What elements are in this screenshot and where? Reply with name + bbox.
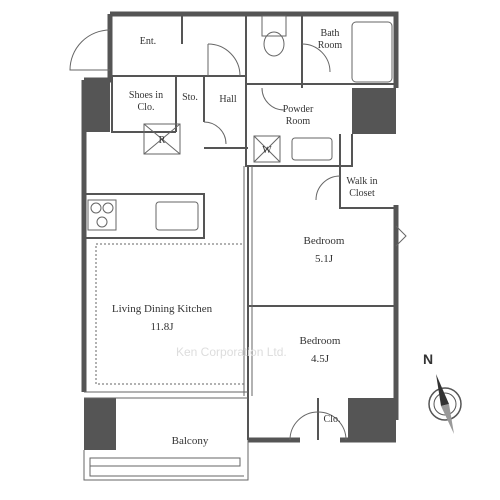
column-bottom-left: [84, 398, 116, 450]
column-top-right: [352, 88, 396, 134]
ldk-area: [95, 243, 245, 385]
label-bath-1: Bath: [321, 28, 340, 39]
room-labels: Ent. Bath Room Shoes in Clo. Sto. Hall P…: [112, 28, 378, 447]
watermark: Ken Corporation Ltd.: [176, 345, 287, 359]
compass-inner-ring: [433, 392, 457, 416]
fixtures: [87, 15, 393, 385]
stove: [87, 199, 117, 231]
compass-needle-tail-icon: [441, 404, 454, 434]
label-storage: Sto.: [182, 92, 198, 103]
label-balcony: Balcony: [172, 435, 209, 447]
label-bedroom1: Bedroom: [304, 235, 345, 247]
label-bedroom1-size: 5.1J: [315, 253, 334, 265]
storage-door[interactable]: [203, 121, 227, 145]
label-walkin-2: Closet: [349, 188, 375, 199]
label-closet: Clo.: [324, 414, 341, 425]
compass-needle-icon: [436, 374, 449, 406]
fridge-box: [143, 123, 181, 155]
label-ldk: Living Dining Kitchen: [112, 303, 213, 315]
outer-walls: [81, 11, 399, 443]
toilet-bowl: [263, 31, 285, 57]
toilet-tank: [261, 15, 287, 37]
powder-door[interactable]: [261, 87, 285, 111]
doors: [69, 29, 407, 441]
label-hall: Hall: [219, 94, 236, 105]
walkin-door[interactable]: [315, 175, 341, 201]
label-refrigerator: R: [159, 135, 166, 146]
bedroom2-door[interactable]: [289, 411, 319, 441]
entrance-door[interactable]: [69, 29, 111, 71]
interior-walls: [83, 14, 396, 481]
kitchen-sink: [155, 201, 199, 231]
column-top-left: [84, 80, 110, 132]
bath-door[interactable]: [301, 43, 331, 73]
powder-sink: [291, 137, 333, 161]
hall-door[interactable]: [207, 43, 241, 77]
label-bedroom2-size: 4.5J: [311, 353, 330, 365]
washer-box: [253, 135, 281, 163]
label-ldk-size: 11.8J: [150, 321, 174, 333]
label-powder-2: Room: [286, 116, 311, 127]
compass-north-label: N: [423, 351, 433, 367]
compass: N: [423, 351, 462, 434]
label-washer: W: [262, 145, 272, 156]
label-entrance: Ent.: [140, 36, 156, 47]
label-walkin-1: Walk in: [346, 176, 377, 187]
column-bottom-right: [348, 398, 396, 442]
bathtub: [351, 21, 393, 83]
label-shoes-1: Shoes in: [129, 90, 163, 101]
label-shoes-2: Clo.: [138, 102, 155, 113]
window-marker: [395, 225, 407, 247]
label-bath-2: Room: [318, 40, 343, 51]
compass-ring: [428, 387, 462, 421]
label-powder-1: Powder: [283, 104, 314, 115]
structural-columns: [84, 80, 396, 450]
label-bedroom2: Bedroom: [300, 335, 341, 347]
